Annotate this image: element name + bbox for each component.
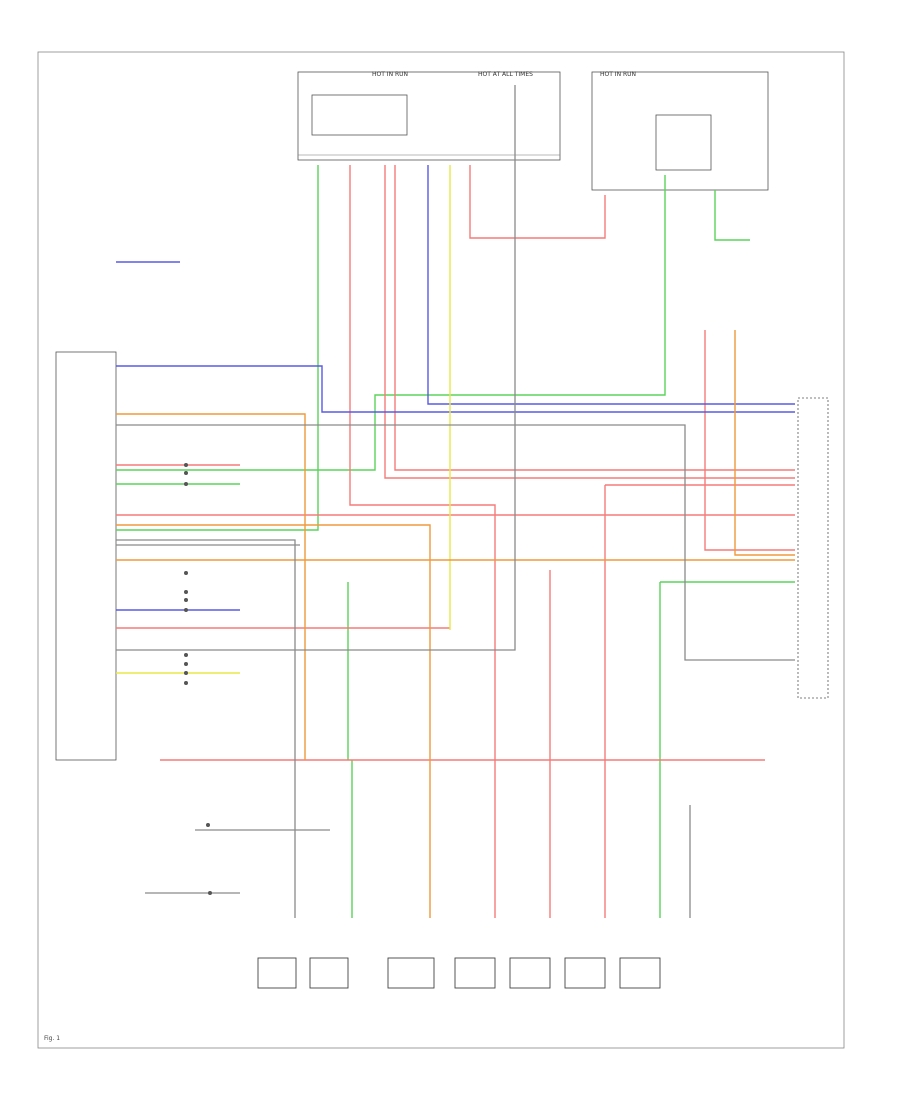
wires-orange: [116, 330, 795, 918]
wires-green: [116, 165, 795, 918]
wires-gray: [116, 85, 795, 918]
fuse-box-left: HOT IN RUN HOT AT ALL TIMES: [297, 71, 561, 161]
figure-id: Fig. 1: [44, 1035, 61, 1042]
diagram-border: [37, 51, 845, 1049]
control-unit: [55, 351, 117, 761]
wires-red: [116, 165, 795, 918]
svg-text:HOT IN RUN: HOT IN RUN: [600, 71, 636, 78]
wires-yellow: [116, 165, 451, 674]
fuse-box-right: HOT IN RUN: [591, 71, 769, 191]
svg-text:HOT AT ALL TIMES: HOT AT ALL TIMES: [478, 71, 533, 78]
svg-text:HOT IN RUN: HOT IN RUN: [372, 71, 408, 78]
connection-dots: [184, 463, 212, 895]
bottom-switches: [257, 957, 661, 989]
wires-blue: [116, 165, 795, 611]
right-connector: [797, 397, 829, 699]
